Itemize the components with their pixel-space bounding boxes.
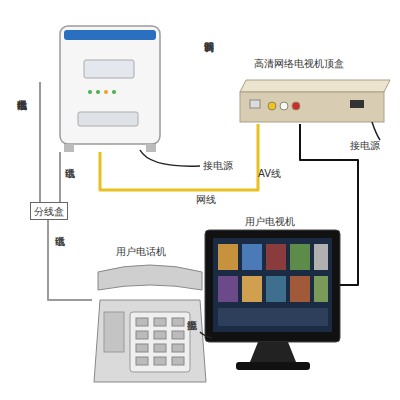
tv-device xyxy=(205,230,340,370)
set-top-box-device xyxy=(240,80,390,122)
cable-label: 网线 xyxy=(196,194,216,205)
power-cable xyxy=(372,122,380,140)
telephone-node: 用户电话机 xyxy=(92,262,208,384)
node-label: 用户电视机 xyxy=(245,216,295,227)
cable-label: AV线 xyxy=(258,168,281,179)
power-note: 接电源 xyxy=(350,140,380,151)
power-cable xyxy=(200,332,212,338)
cable xyxy=(100,124,258,190)
modem-device xyxy=(60,26,160,152)
tv-node: 用户电视机 xyxy=(205,230,340,375)
set-top-box-node: 高清网络电视机顶盒 xyxy=(240,76,390,124)
cable xyxy=(300,124,358,285)
modem-node: 调制解调器 xyxy=(55,22,167,152)
power-note: 接电源 xyxy=(203,160,233,171)
node-label: 用户电话机 xyxy=(116,246,166,257)
telephone-device xyxy=(94,265,206,382)
phone-line xyxy=(39,82,41,202)
cable xyxy=(48,220,92,300)
cable xyxy=(59,152,61,202)
node-label: 分线盒 xyxy=(34,206,64,217)
power-cable xyxy=(140,150,200,166)
splitter-box: 分线盒 xyxy=(30,202,68,220)
node-label: 高清网络电视机顶盒 xyxy=(254,58,344,69)
